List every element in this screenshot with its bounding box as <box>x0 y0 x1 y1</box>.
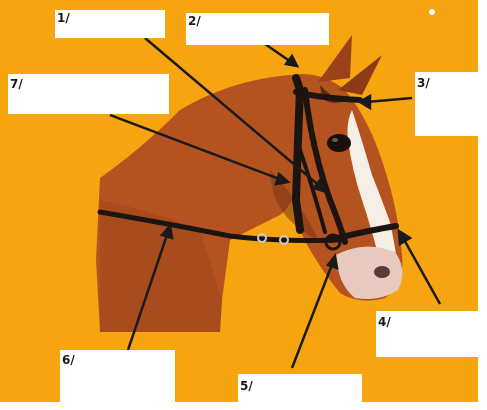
label-box-2 <box>186 13 329 45</box>
label-box-7 <box>8 74 169 114</box>
label-5: 5/ <box>240 380 253 392</box>
label-4: 4/ <box>378 316 391 328</box>
label-1: 1/ <box>57 12 70 24</box>
label-box-5 <box>238 374 362 408</box>
label-2: 2/ <box>188 15 201 27</box>
label-6: 6/ <box>62 354 75 366</box>
label-box-6 <box>60 350 175 405</box>
eye-highlight <box>332 138 338 142</box>
label-3: 3/ <box>417 77 430 89</box>
label-box-4 <box>376 311 485 357</box>
white-speck <box>429 9 435 15</box>
label-7: 7/ <box>10 78 23 90</box>
nostril <box>374 266 390 278</box>
label-box-1 <box>55 10 165 38</box>
horse-eye <box>327 134 351 152</box>
